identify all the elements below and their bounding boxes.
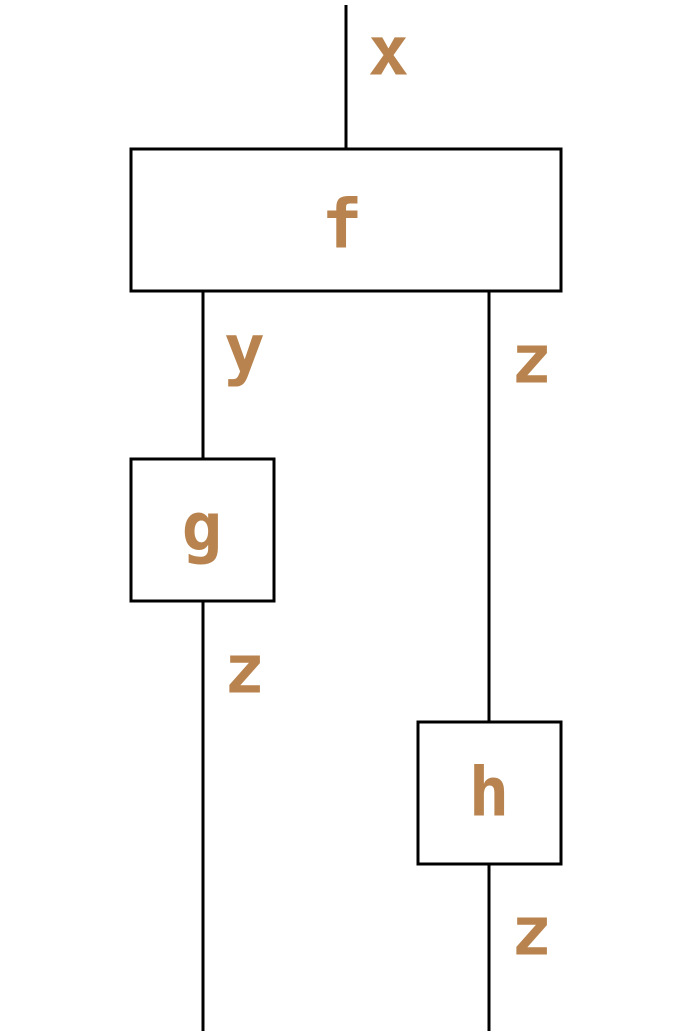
box-f-label: f [322,186,363,265]
box-g-label: g [182,489,223,568]
box-g: g [129,457,276,603]
wire-label-z-bottom-right: z [511,893,552,972]
wire-label-z-right: z [511,321,552,400]
wire-label-z-left: z [224,631,265,710]
box-h-label: h [469,754,510,833]
wire-label-y: y [224,311,265,390]
box-h: h [416,720,563,866]
box-f: f [129,147,563,293]
wire-label-x: x [368,13,409,92]
